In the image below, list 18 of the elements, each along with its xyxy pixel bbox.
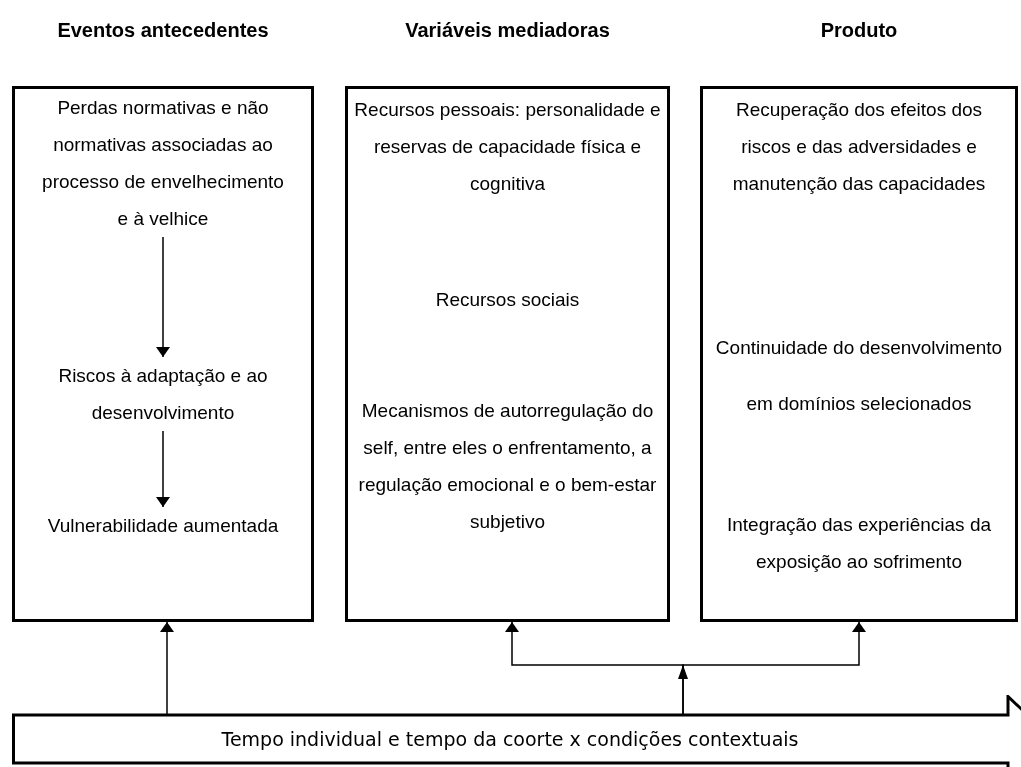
box-text: Vulnerabilidade aumentada	[35, 507, 291, 544]
box-text: Riscos à adaptação e ao desenvolvimento	[35, 357, 291, 431]
timeline-arrow-band	[12, 695, 1021, 767]
box-text: Recursos sociais	[434, 288, 581, 312]
box-text: Recursos pessoais: personalidade e reservas de capacidade física e cognitiva	[354, 98, 661, 196]
box-text: Mecanismos de autorregulação do self, entre eles o enfrentamento, a regulação emocional e o bem-estar subjetivo	[357, 399, 658, 534]
band-label: Tempo individual e tempo da coorte x condições contextuais	[220, 727, 800, 752]
box-text: Perdas normativas e não normativas associadas ao processo de envelhecimento e à velhice	[35, 89, 291, 237]
column-heading: Produto	[819, 18, 899, 42]
box-text: Continuidade do desenvolvimento em domínios selecionados	[714, 336, 1004, 416]
arrow	[156, 236, 170, 358]
arrow	[682, 621, 866, 716]
arrow	[160, 621, 174, 716]
arrow	[156, 430, 170, 508]
box-text: Integração das experiências da exposição ao sofrimento	[725, 513, 993, 574]
column-heading: Eventos antecedentes	[56, 18, 270, 42]
box-text: Recuperação dos efeitos dos riscos e das adversidades e manutenção das capacidades	[731, 98, 987, 196]
column-heading: Variáveis mediadoras	[404, 18, 611, 42]
